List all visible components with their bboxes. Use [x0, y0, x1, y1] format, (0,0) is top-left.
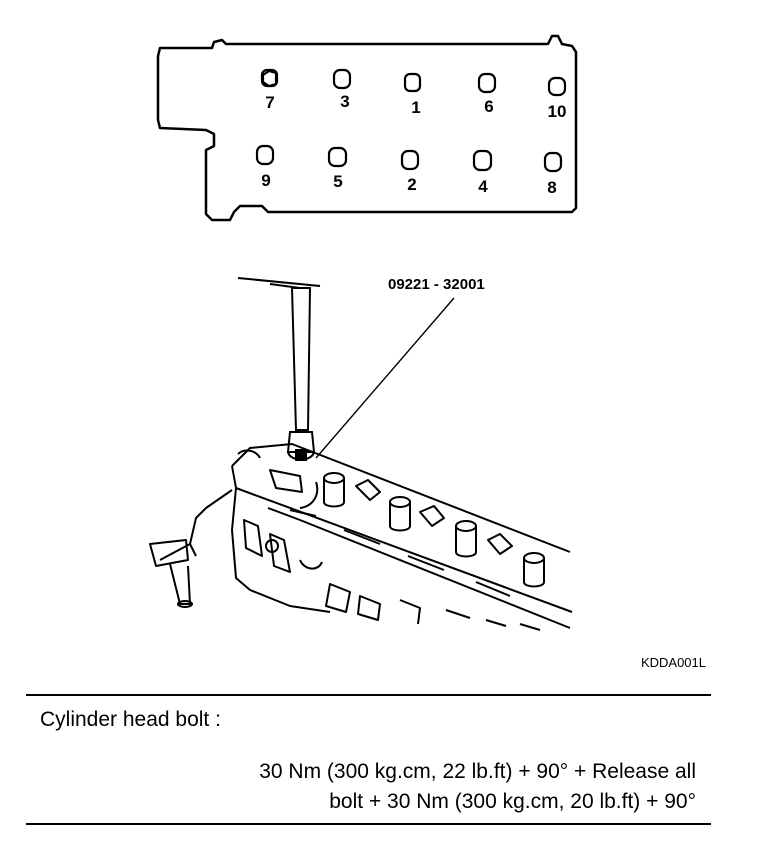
bolt-label-5: 5	[333, 172, 342, 191]
cylinder-head-outline	[156, 34, 578, 222]
bolt-6: 6	[477, 72, 497, 116]
bolt-4: 4	[472, 149, 493, 196]
bottom-rule	[26, 823, 711, 825]
bolt-label-9: 9	[261, 171, 270, 190]
bolt-label-4: 4	[478, 177, 488, 196]
spec-line-1: 30 Nm (300 kg.cm, 22 lb.ft) + 90° + Rele…	[259, 760, 696, 783]
bolt-label-2: 2	[407, 175, 416, 194]
bolt-9: 9	[255, 144, 275, 190]
bolt-2: 2	[400, 149, 420, 194]
bolt-label-6: 6	[484, 97, 493, 116]
bolt-label-7: 7	[265, 93, 274, 112]
bolt-8: 8	[543, 151, 563, 197]
tool-part-number: 09221 - 32001	[388, 276, 485, 293]
bolt-label-8: 8	[547, 178, 556, 197]
bolt-1: 1	[403, 72, 422, 117]
bolt-3: 3	[332, 68, 352, 111]
bolt-5: 5	[327, 146, 348, 191]
bolt-7: 7	[260, 68, 279, 112]
bolt-10: 10	[548, 76, 567, 121]
spec-title: Cylinder head bolt :	[40, 708, 221, 731]
top-rule	[26, 694, 711, 696]
tool-leader-line	[315, 297, 455, 459]
cylinder-head-perspective	[149, 443, 573, 631]
spec-line-2: bolt + 30 Nm (300 kg.cm, 20 lb.ft) + 90°	[329, 790, 696, 813]
bolt-label-10: 10	[548, 102, 567, 121]
bolt-label-3: 3	[340, 92, 349, 111]
socket-wrench-tool	[237, 277, 321, 461]
figure-code: KDDA001L	[641, 655, 706, 670]
bolt-label-1: 1	[411, 98, 420, 117]
